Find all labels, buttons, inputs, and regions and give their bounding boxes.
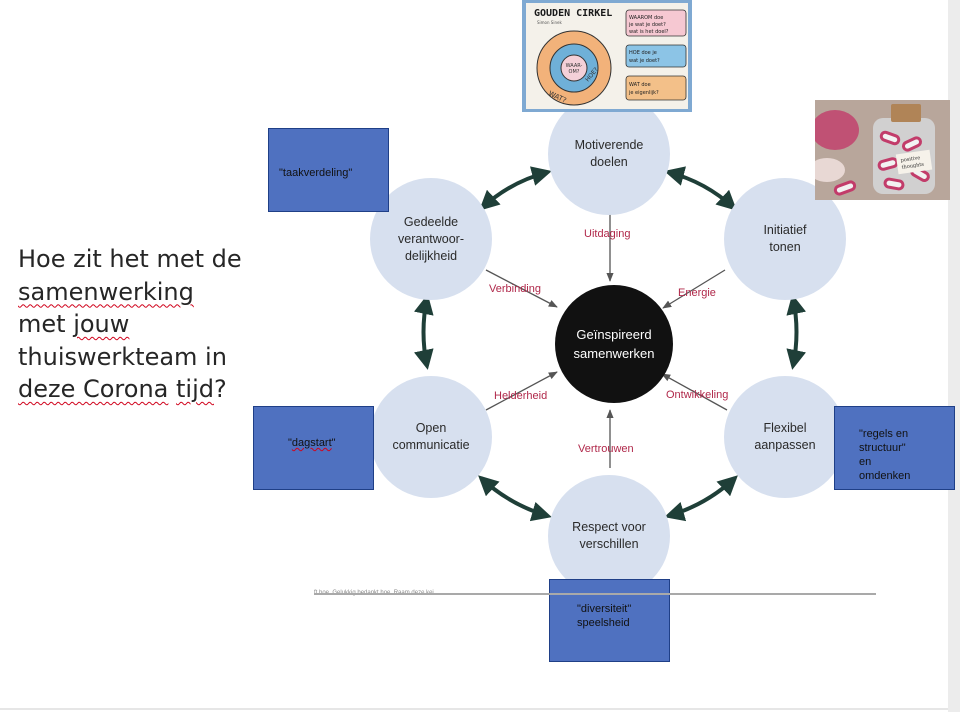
note-dagstart: "dagstart" [253, 406, 374, 490]
jar-drawing: positive thoughts [815, 100, 950, 200]
node-label: Geïnspireerd samenwerken [573, 327, 655, 361]
positive-thoughts-jar-image: positive thoughts [815, 100, 950, 200]
gouden-cirkel-box1-l2: je wat je doet? [628, 22, 666, 28]
link-label-uitdaging: Uitdaging [584, 228, 631, 240]
gouden-cirkel-title: GOUDEN CIRKEL [534, 8, 612, 19]
link-right-top [662, 269, 726, 309]
node-gedeelde-verantwoordelijkheid: Gedeelde verantwoor- delijkheid [370, 178, 492, 300]
question-line-5a: deze Corona [18, 375, 169, 403]
note-text: "taakverdeling" [279, 167, 353, 179]
jar-label-l2: thoughts [901, 162, 925, 171]
question-line-3b: jouw [73, 310, 130, 338]
question-line-5b: tijd [176, 375, 214, 403]
question-line-1: Hoe zit het met de [18, 245, 242, 273]
link-right-bottom [661, 373, 728, 411]
note-diversiteit: "diversiteit" speelsheid [549, 579, 670, 662]
arrow-left-bottom-to-left-top [413, 294, 434, 370]
node-open-communicatie: Open communicatie [370, 376, 492, 498]
arrow-right-top-to-right-bottom [786, 294, 807, 370]
gouden-cirkel-box3-l1: WAT doe [629, 82, 651, 88]
node-center: Geïnspireerd samenwerken [555, 285, 673, 403]
node-respect-voor-verschillen: Respect voor verschillen [548, 475, 670, 597]
link-left-bottom [485, 371, 558, 411]
node-motiverende-doelen: Motiverende doelen [548, 93, 670, 215]
gouden-cirkel-image: GOUDEN CIRKEL Simon Sinek WAAR- OM? HOE?… [522, 0, 692, 112]
gouden-cirkel-box3-l2: je eigenlijk? [628, 90, 659, 96]
link-label-vertrouwen: Vertrouwen [578, 443, 634, 455]
node-label: Flexibel aanpassen [754, 421, 816, 452]
arrow-top-to-right-top [664, 166, 737, 211]
link-left-top [485, 269, 558, 308]
link-label-helderheid: Helderheid [494, 390, 548, 402]
bottom-divider [0, 708, 948, 710]
gouden-cirkel-box1-l3: wat is het doel? [629, 29, 669, 35]
question-line-2: samenwerking [18, 277, 194, 306]
gouden-cirkel-box2-l1: HOE doe je [629, 50, 657, 56]
arrow-bottom-to-left-bottom [478, 475, 552, 522]
question-line-5c: ? [214, 375, 227, 403]
question-line-3a: met [18, 310, 66, 338]
question-text: Hoe zit het met de samenwerking met jouw… [18, 243, 258, 406]
node-flexibel-aanpassen: Flexibel aanpassen [724, 376, 846, 498]
note-taakverdeling: "taakverdeling" [268, 128, 389, 212]
node-label: Open communicatie [392, 421, 470, 452]
gouden-cirkel-core-2: OM? [569, 69, 580, 75]
link-label-verbinding: Verbinding [489, 283, 541, 295]
arrow-top-to-left-top [479, 166, 552, 211]
link-label-ontwikkeling: Ontwikkeling [666, 389, 729, 401]
note-quote-open: " [288, 437, 292, 449]
node-label: Respect voor verschillen [572, 520, 646, 551]
gouden-cirkel-drawing: GOUDEN CIRKEL Simon Sinek WAAR- OM? HOE?… [526, 3, 688, 109]
question-line-4: thuiswerkteam in [18, 342, 227, 371]
note-text: "regels en structuur" en omdenken [859, 428, 911, 482]
gouden-cirkel-box1-l1: WAAROM doe [629, 15, 663, 21]
jar-label-l1: positive [900, 155, 920, 164]
link-label-energie: Energie [678, 287, 716, 299]
gouden-cirkel-core: WAAR- [566, 63, 583, 69]
note-regels-structuur: "regels en structuur" en omdenken [834, 406, 955, 490]
node-label: Gedeelde verantwoor- delijkheid [398, 214, 464, 263]
note-text: dagstart [291, 437, 332, 449]
note-quote-close: " [331, 437, 336, 449]
gouden-cirkel-author: Simon Sinek [537, 20, 562, 25]
caption-line [314, 593, 876, 595]
gouden-cirkel-box2-l2: wat je doet? [629, 58, 660, 64]
scrollbar-track[interactable] [948, 0, 960, 712]
node-label: Initiatief tonen [763, 223, 807, 254]
arrow-right-bottom-to-bottom [664, 475, 738, 522]
note-text: "diversiteit" speelsheid [577, 603, 632, 629]
node-label: Motiverende doelen [574, 138, 644, 169]
